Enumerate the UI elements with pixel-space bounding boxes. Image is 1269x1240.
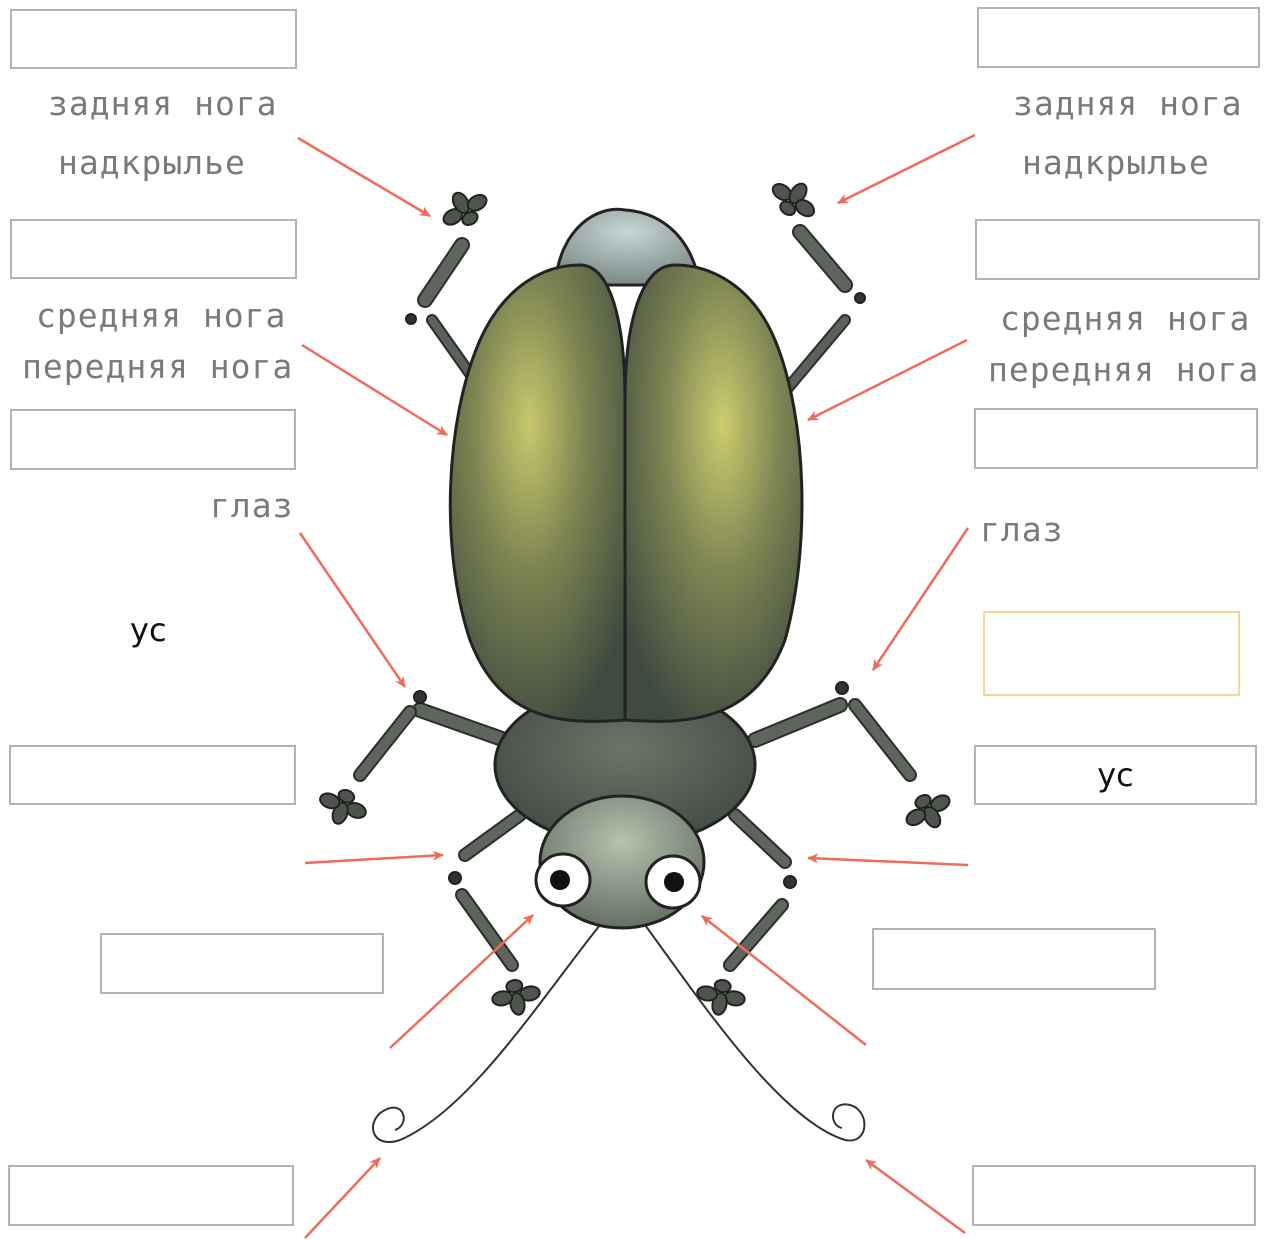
word-elytron-left[interactable]: надкрылье [58, 143, 246, 182]
word-hind-leg-right[interactable]: задняя нога [1013, 84, 1243, 123]
arrow-right-1 [838, 135, 975, 203]
answer-box-left-3[interactable] [10, 409, 296, 470]
beetle-elytron-left [450, 265, 625, 721]
word-front-leg-right[interactable]: передняя нога [988, 350, 1259, 389]
arrow-left-4 [305, 855, 443, 863]
answer-box-right-5[interactable]: ус [974, 745, 1257, 805]
answer-box-left-5[interactable] [100, 933, 384, 994]
beetle-elytron-right [625, 265, 802, 721]
arrow-left-3 [300, 533, 405, 687]
arrow-left-2 [302, 345, 447, 435]
placed-answer-antenna[interactable]: ус [976, 756, 1255, 794]
answer-box-right-6[interactable] [872, 928, 1156, 990]
word-eye-left[interactable]: глаз [210, 486, 293, 525]
beetle-antennae [373, 925, 864, 1142]
answer-box-left-2[interactable] [10, 219, 297, 279]
answer-box-right-2[interactable] [975, 219, 1260, 280]
word-antenna-left[interactable]: ус [130, 611, 167, 649]
word-hind-leg-left[interactable]: задняя нога [48, 84, 278, 123]
word-middle-leg-left[interactable]: средняя нога [36, 296, 286, 335]
arrow-left-6 [305, 1158, 380, 1238]
arrow-right-4 [808, 858, 968, 865]
answer-box-right-3[interactable] [974, 408, 1258, 469]
answer-box-right-7[interactable] [972, 1165, 1256, 1226]
word-eye-right[interactable]: глаз [980, 510, 1063, 549]
answer-box-right-1[interactable] [977, 7, 1260, 68]
word-front-leg-left[interactable]: передняя нога [22, 347, 293, 386]
word-elytron-right[interactable]: надкрылье [1022, 143, 1210, 182]
arrow-left-1 [298, 138, 430, 216]
arrow-right-6 [866, 1160, 965, 1233]
answer-box-left-4[interactable] [9, 745, 296, 805]
answer-box-right-4[interactable] [983, 611, 1240, 696]
word-middle-leg-right[interactable]: средняя нога [1000, 299, 1250, 338]
answer-box-left-1[interactable] [10, 9, 297, 69]
answer-box-left-6[interactable] [8, 1165, 294, 1226]
arrow-right-3 [873, 528, 968, 670]
arrow-right-2 [808, 340, 967, 420]
